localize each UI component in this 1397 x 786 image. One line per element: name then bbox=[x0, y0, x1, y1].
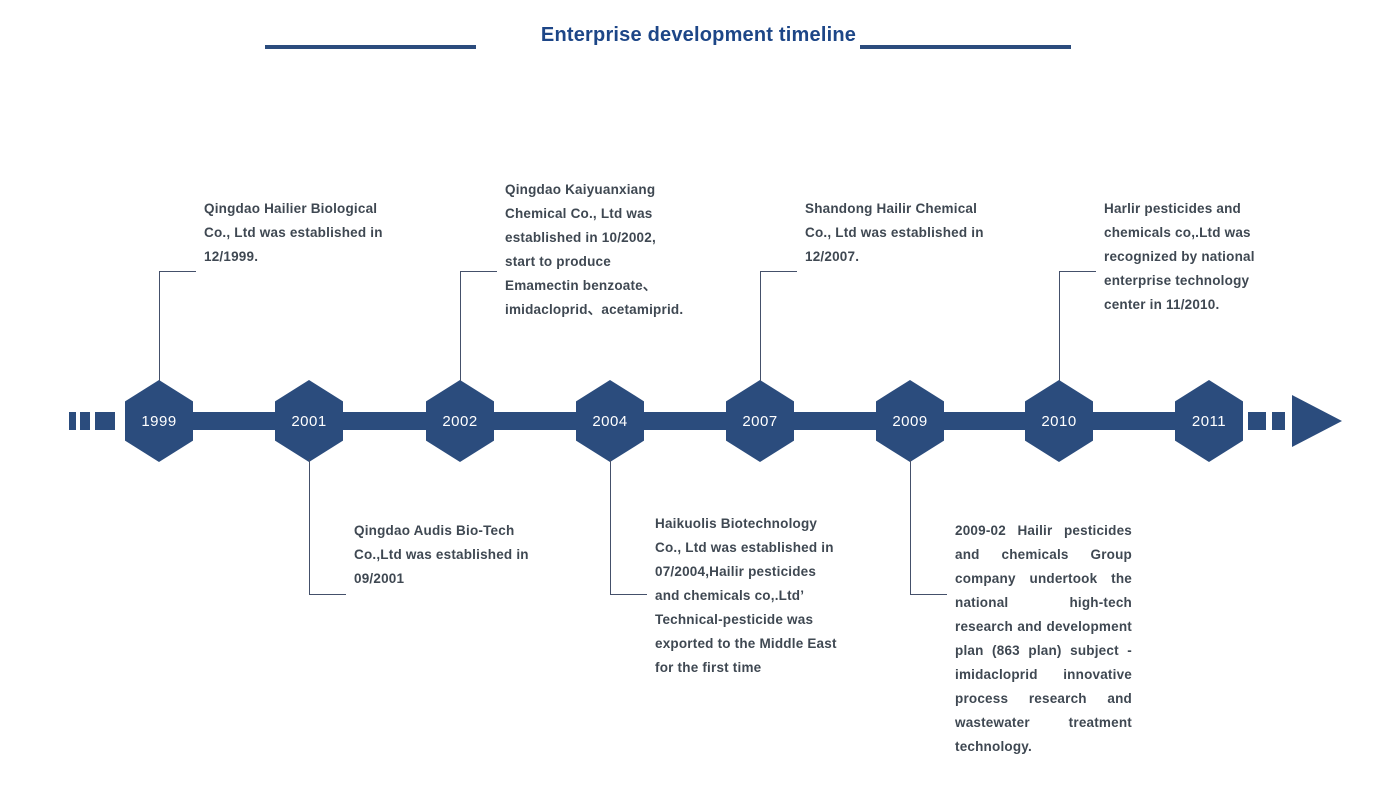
description-line: process research and bbox=[955, 691, 1132, 706]
timeline-dash bbox=[80, 412, 90, 430]
milestone-year: 2010 bbox=[1041, 412, 1077, 430]
timeline-dash bbox=[95, 412, 115, 430]
description-line: Co., Ltd was established in bbox=[655, 540, 834, 555]
milestone-hexagon-2011: 2011 bbox=[1175, 380, 1243, 462]
milestone-hexagon-2002: 2002 bbox=[426, 380, 494, 462]
milestone-hexagon-2010: 2010 bbox=[1025, 380, 1093, 462]
connector-line-horizontal bbox=[1059, 271, 1096, 272]
description-line: enterprise technology bbox=[1104, 273, 1250, 288]
milestone-hexagon-2001: 2001 bbox=[275, 380, 343, 462]
connector-line-vertical bbox=[1059, 271, 1060, 381]
description-line: start to produce bbox=[505, 254, 611, 269]
description-line: company undertook the bbox=[955, 571, 1132, 586]
description-line: 09/2001 bbox=[354, 571, 405, 586]
milestone-year: 2004 bbox=[592, 412, 628, 430]
timeline-dash bbox=[69, 412, 76, 430]
connector-line-vertical bbox=[910, 459, 911, 594]
description-line: Qingdao Hailier Biological bbox=[204, 201, 378, 216]
description-line: Harlir pesticides and bbox=[1104, 201, 1241, 216]
timeline-dash bbox=[1272, 412, 1285, 430]
connector-line-vertical bbox=[610, 459, 611, 594]
connector-line-vertical bbox=[760, 271, 761, 381]
milestone-hexagon-2007: 2007 bbox=[726, 380, 794, 462]
page-title: Enterprise development timeline bbox=[540, 24, 857, 46]
description-line: and chemicals co,.Ltd’ bbox=[655, 588, 805, 603]
milestone-hexagon-1999: 1999 bbox=[125, 380, 193, 462]
description-line: chemicals co,.Ltd was bbox=[1104, 225, 1251, 240]
description-line: imidacloprid、acetamiprid. bbox=[505, 302, 684, 317]
connector-line-horizontal bbox=[610, 594, 647, 595]
description-line: research and development bbox=[955, 619, 1132, 634]
connector-line-horizontal bbox=[309, 594, 346, 595]
milestone-hexagon-2004: 2004 bbox=[576, 380, 644, 462]
description-line: Co.,Ltd was established in bbox=[354, 547, 529, 562]
description-line: for the first time bbox=[655, 660, 762, 675]
description-line: Chemical Co., Ltd was bbox=[505, 206, 653, 221]
description-line: and chemicals Group bbox=[955, 547, 1132, 562]
description-line: Technical-pesticide was bbox=[655, 612, 814, 627]
description-line: Shandong Hailir Chemical bbox=[805, 201, 978, 216]
description-line: Haikuolis Biotechnology bbox=[655, 516, 818, 531]
connector-line-horizontal bbox=[159, 271, 196, 272]
description-line: Qingdao Audis Bio-Tech bbox=[354, 523, 515, 538]
milestone-hexagon-2009: 2009 bbox=[876, 380, 944, 462]
connector-line-vertical bbox=[309, 459, 310, 594]
description-line: technology. bbox=[955, 739, 1032, 754]
arrow-right-icon bbox=[1292, 395, 1342, 447]
description-line: center in 11/2010. bbox=[1104, 297, 1220, 312]
description-line: national high-tech bbox=[955, 595, 1132, 610]
title-decoration-line-left bbox=[265, 45, 476, 49]
description-line: wastewater treatment bbox=[955, 715, 1132, 730]
description-line: recognized by national bbox=[1104, 249, 1255, 264]
description-line: Qingdao Kaiyuanxiang bbox=[505, 182, 656, 197]
description-line: plan (863 plan) subject - bbox=[955, 643, 1132, 658]
milestone-description: 2009-02 Hailir pesticides and chemicals G… bbox=[955, 519, 1132, 759]
connector-line-vertical bbox=[460, 271, 461, 381]
description-line: 07/2004,Hailir pesticides bbox=[655, 564, 817, 579]
milestone-year: 2009 bbox=[892, 412, 928, 430]
description-line: 12/2007. bbox=[805, 249, 860, 264]
description-line: 12/1999. bbox=[204, 249, 259, 264]
connector-line-horizontal bbox=[760, 271, 797, 272]
description-line: 2009-02 Hailir pesticides bbox=[955, 523, 1132, 538]
description-line: established in 10/2002, bbox=[505, 230, 656, 245]
title-decoration-line-right bbox=[860, 45, 1071, 49]
milestone-description: Harlir pesticides and chemicals co,.Ltd w… bbox=[1104, 197, 1319, 317]
milestone-year: 2001 bbox=[291, 412, 327, 430]
milestone-year: 2007 bbox=[742, 412, 778, 430]
milestone-year: 1999 bbox=[141, 412, 177, 430]
timeline-dash bbox=[1248, 412, 1266, 430]
connector-line-vertical bbox=[159, 271, 160, 381]
connector-line-horizontal bbox=[460, 271, 497, 272]
description-line: Co., Ltd was established in bbox=[805, 225, 984, 240]
milestone-year: 2011 bbox=[1191, 412, 1227, 430]
connector-line-horizontal bbox=[910, 594, 947, 595]
description-line: Co., Ltd was established in bbox=[204, 225, 383, 240]
description-line: imidacloprid innovative bbox=[955, 667, 1132, 682]
description-line: Emamectin benzoate、 bbox=[505, 278, 657, 293]
milestone-year: 2002 bbox=[442, 412, 478, 430]
timeline-bar bbox=[131, 412, 1241, 430]
description-line: exported to the Middle East bbox=[655, 636, 837, 651]
